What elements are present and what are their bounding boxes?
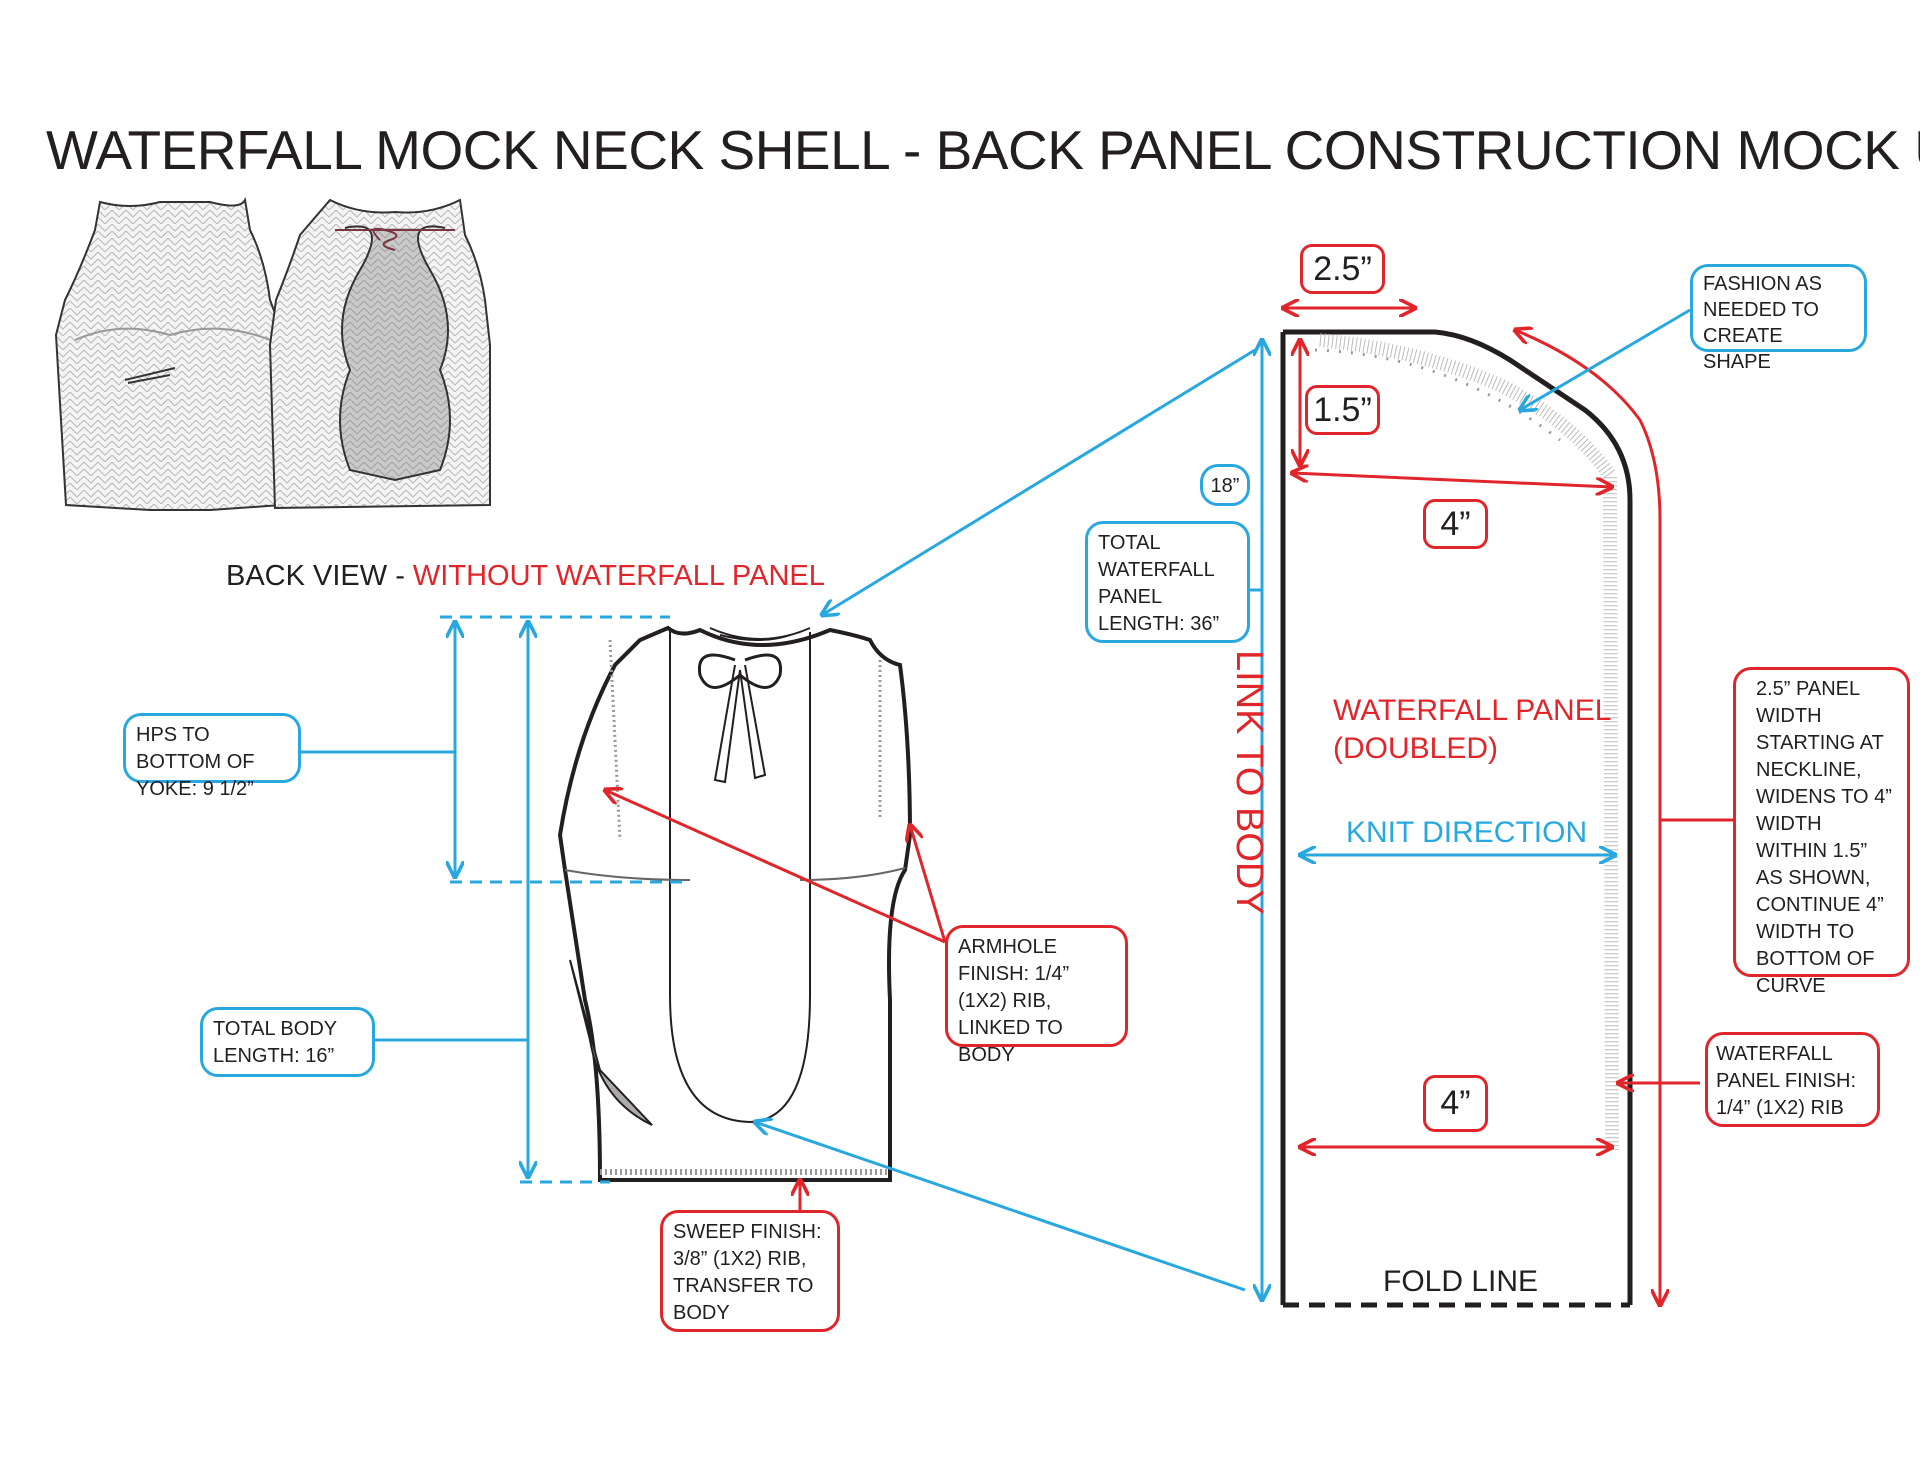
link-to-body-label: LINK TO BODY bbox=[1228, 650, 1270, 915]
yoke-measure bbox=[300, 615, 690, 884]
panel-length-small-callout: 18” bbox=[1200, 464, 1250, 506]
thumbnail-back-view-with-waterfall bbox=[268, 198, 491, 510]
link-line-bottom bbox=[755, 1122, 1246, 1292]
fold-line-label: FOLD LINE bbox=[1383, 1265, 1539, 1298]
armhole-leader-1 bbox=[605, 790, 946, 944]
lower-width-dim: 4” bbox=[1423, 1075, 1488, 1132]
fashion-callout: FASHION AS NEEDED TO CREATE SHAPE bbox=[1690, 264, 1867, 373]
upper-width-arrow bbox=[1292, 473, 1612, 487]
back-view-label: BACK VIEW - WITHOUT WATERFALL PANEL bbox=[226, 560, 825, 593]
sweep-callout: SWEEP FINISH: 3/8” (1X2) RIB, TRANSFER T… bbox=[660, 1210, 840, 1332]
knit-direction-label: KNIT DIRECTION bbox=[1346, 816, 1588, 849]
top-width-dim: 2.5” bbox=[1300, 244, 1385, 294]
link-line-top bbox=[822, 348, 1256, 615]
armhole-callout: ARMHOLE FINISH: 1/4” (1X2) RIB, LINKED T… bbox=[945, 925, 1128, 1066]
panel-width-callout: 2.5” PANEL WIDTH STARTING AT NECKLINE, W… bbox=[1733, 667, 1910, 997]
panel-width-curve-arrow bbox=[1515, 330, 1660, 1305]
body-length-measure bbox=[375, 622, 610, 1184]
back-view-body bbox=[557, 625, 913, 1182]
waterfall-panel-label: WATERFALL PANEL bbox=[1333, 694, 1612, 727]
armhole-leader-2 bbox=[910, 825, 947, 943]
fashion-leader bbox=[1520, 308, 1691, 410]
total-body-callout: TOTAL BODY LENGTH: 16” bbox=[200, 1007, 375, 1077]
upper-width-dim: 4” bbox=[1423, 499, 1488, 549]
hps-callout: HPS TO BOTTOM OF YOKE: 9 1/2” bbox=[123, 713, 301, 800]
page-title: WATERFALL MOCK NECK SHELL - BACK PANEL C… bbox=[46, 119, 1920, 181]
top-height-dim: 1.5” bbox=[1305, 385, 1380, 435]
total-waterfall-callout: TOTAL WATERFALL PANEL LENGTH: 36” bbox=[1085, 521, 1250, 643]
doubled-label: (DOUBLED) bbox=[1333, 732, 1499, 765]
back-view-text: BACK VIEW - bbox=[226, 560, 413, 592]
back-view-accent: WITHOUT WATERFALL PANEL bbox=[412, 560, 825, 592]
waterfall-finish-callout: WATERFALL PANEL FINISH: 1/4” (1X2) RIB bbox=[1705, 1032, 1880, 1127]
thumbnail-back-view bbox=[54, 196, 287, 511]
